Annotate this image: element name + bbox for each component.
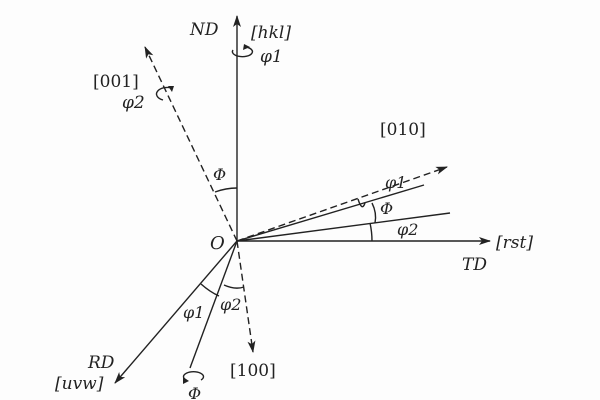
rd-axis bbox=[114, 240, 238, 384]
rd-label: RD bbox=[87, 353, 115, 373]
phi1-top-label: φ1 bbox=[260, 47, 283, 67]
origin-label: O bbox=[210, 233, 225, 254]
phi2-bottom-label: φ2 bbox=[220, 295, 241, 314]
intermediate-line-2 bbox=[236, 212, 451, 242]
rst-label: [rst] bbox=[496, 233, 533, 253]
angle-arc-phi1-right bbox=[357, 198, 366, 208]
phi2-001-label: φ2 bbox=[122, 93, 145, 113]
dir010-axis bbox=[236, 166, 448, 242]
angle-arc-phi-right bbox=[371, 202, 377, 224]
big-phi-right-label: Φ bbox=[380, 199, 393, 218]
rotation-arrow-icon bbox=[155, 86, 174, 101]
angle-arc-phi1-bottom bbox=[200, 283, 220, 297]
dir001-label: [001] bbox=[93, 72, 139, 92]
intermediate-line-1 bbox=[236, 184, 425, 242]
dir010-label: [010] bbox=[380, 120, 426, 140]
angle-arc-phi2-right bbox=[369, 222, 373, 242]
dir001-axis bbox=[144, 46, 238, 242]
angle-arc-phi2-bottom bbox=[223, 284, 245, 289]
phi2-right-label: φ2 bbox=[397, 220, 418, 239]
dir100-axis bbox=[236, 240, 256, 353]
hkl-label: [hkl] bbox=[251, 23, 291, 43]
intermediate-line-3 bbox=[189, 240, 238, 369]
uvw-label: [uvw] bbox=[55, 374, 104, 394]
nd-label: ND bbox=[189, 20, 219, 40]
rotation-arrow-icon bbox=[231, 44, 254, 58]
rotation-arrow-icon bbox=[182, 370, 205, 384]
dir100-label: [100] bbox=[230, 361, 276, 381]
td-label: TD bbox=[462, 255, 487, 275]
phi1-right-label: φ1 bbox=[385, 173, 406, 192]
big-phi-top-label: Φ bbox=[213, 165, 226, 184]
big-phi-bottom-label: Φ bbox=[188, 384, 201, 400]
phi1-bottom-label: φ1 bbox=[183, 303, 204, 322]
angle-arc-phi-top bbox=[214, 187, 238, 193]
